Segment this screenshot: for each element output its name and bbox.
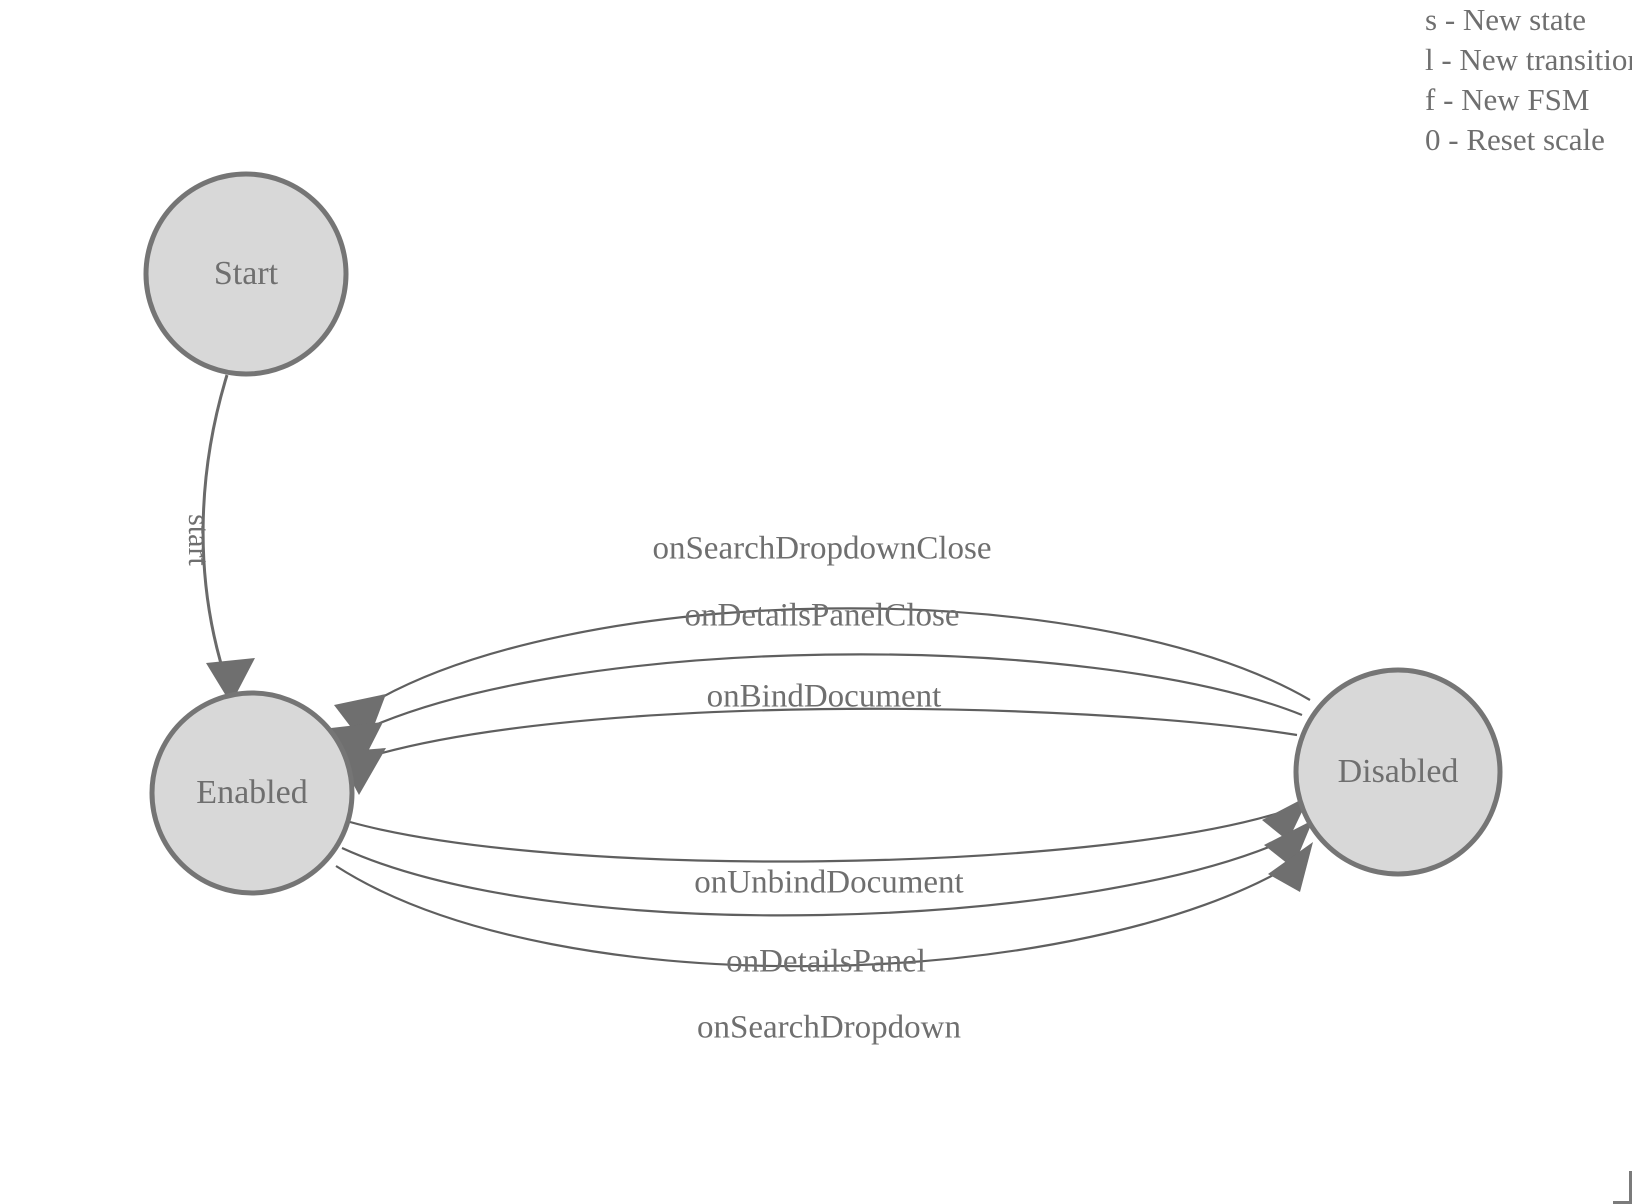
state-circle-disabled[interactable] — [1293, 667, 1503, 877]
arrow-head-onSearchDropdown — [1268, 842, 1313, 892]
state-label-enabled: Enabled — [196, 774, 307, 811]
transition-path-onBindDocument[interactable] — [351, 707, 1298, 764]
frame-edge-vertical — [1629, 1171, 1632, 1204]
state-node-enabled[interactable]: Enabled — [149, 690, 355, 896]
state-node-start[interactable]: Start — [143, 171, 349, 377]
transition-path-onDetailsPanel[interactable] — [341, 837, 1291, 917]
arrow-head-onDetailsPanelClose — [331, 722, 383, 773]
transition-label-onSearchDropdown[interactable]: onSearchDropdown — [697, 1010, 961, 1046]
arrow-head-onDetailsPanel — [1264, 820, 1313, 868]
transition-path-onDetailsPanelClose[interactable] — [350, 653, 1303, 737]
arrow-head-start — [206, 658, 255, 704]
transition-label-onDetailsPanelClose[interactable]: onDetailsPanelClose — [685, 598, 960, 634]
arrow-head-onUnbindDocument — [1262, 795, 1310, 841]
state-circle-start[interactable] — [143, 171, 349, 377]
window-corner-frame — [1613, 1171, 1632, 1204]
state-node-disabled[interactable]: Disabled — [1293, 667, 1503, 877]
frame-edge-horizontal — [1613, 1201, 1632, 1204]
state-circle-enabled[interactable] — [149, 690, 355, 896]
transition-label-onSearchDropdownClose[interactable]: onSearchDropdownClose — [652, 531, 991, 567]
transition-path-onSearchDropdown[interactable] — [335, 861, 1297, 968]
transition-labels: start onSearchDropdownClose onDetailsPan… — [182, 514, 991, 1045]
arrow-head-onSearchDropdownClose — [334, 694, 386, 747]
state-label-disabled: Disabled — [1338, 753, 1459, 790]
transition-path-start[interactable] — [201, 374, 230, 687]
transition-edges — [201, 374, 1313, 968]
transition-path-onUnbindDocument[interactable] — [349, 810, 1283, 863]
transition-label-start[interactable]: start — [182, 514, 215, 566]
state-label-start: Start — [214, 255, 279, 292]
transition-path-onSearchDropdownClose[interactable] — [356, 607, 1311, 713]
transition-label-onUnbindDocument[interactable]: onUnbindDocument — [694, 865, 963, 901]
transition-label-onDetailsPanel[interactable]: onDetailsPanel — [726, 944, 926, 980]
state-nodes: Start Enabled Disabled — [143, 171, 1503, 896]
transition-label-onBindDocument[interactable]: onBindDocument — [707, 679, 942, 715]
